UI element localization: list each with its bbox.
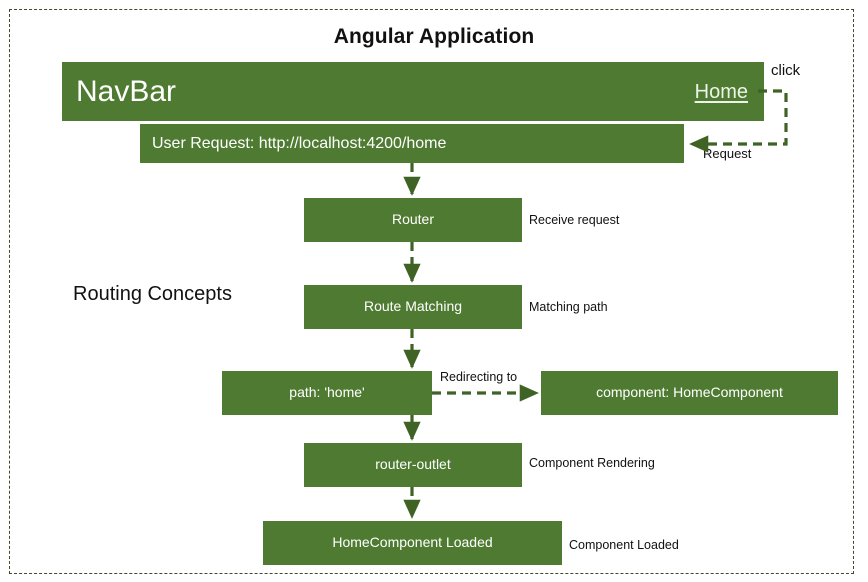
annotation-component-loaded: Component Loaded: [569, 538, 679, 552]
annotation-receive-request: Receive request: [529, 213, 620, 227]
node-path-home: path: 'home': [222, 371, 432, 415]
node-router-label: Router: [391, 211, 435, 228]
annotation-matching-path: Matching path: [529, 300, 608, 314]
outer-dashed-frame: [9, 9, 854, 574]
node-home-component: component: HomeComponent: [541, 371, 838, 415]
navbar-title: NavBar: [76, 75, 177, 108]
node-route-matching-label: Route Matching: [363, 298, 463, 315]
node-path-home-label: path: 'home': [289, 384, 365, 401]
node-home-component-label: component: HomeComponent: [596, 384, 783, 401]
user-request-bar: User Request: http://localhost:4200/home: [140, 124, 684, 163]
node-router-outlet: router-outlet: [304, 443, 522, 487]
annotation-component-rendering: Component Rendering: [529, 456, 655, 470]
node-route-matching: Route Matching: [304, 285, 522, 329]
node-home-component-loaded-label: HomeComponent Loaded: [332, 534, 493, 551]
user-request-label: User Request: http://localhost:4200/home: [152, 134, 447, 152]
node-router-outlet-label: router-outlet: [375, 456, 451, 473]
navbar-home-link[interactable]: Home: [694, 80, 748, 103]
node-router: Router: [304, 198, 522, 242]
navbar: NavBar Home: [62, 62, 764, 121]
page-title: Angular Application: [333, 25, 535, 48]
annotation-request: Request: [703, 146, 752, 161]
node-home-component-loaded: HomeComponent Loaded: [263, 521, 562, 565]
annotation-click: click: [771, 62, 801, 79]
section-label-routing-concepts: Routing Concepts: [73, 283, 232, 305]
annotation-redirecting-to: Redirecting to: [440, 370, 518, 384]
